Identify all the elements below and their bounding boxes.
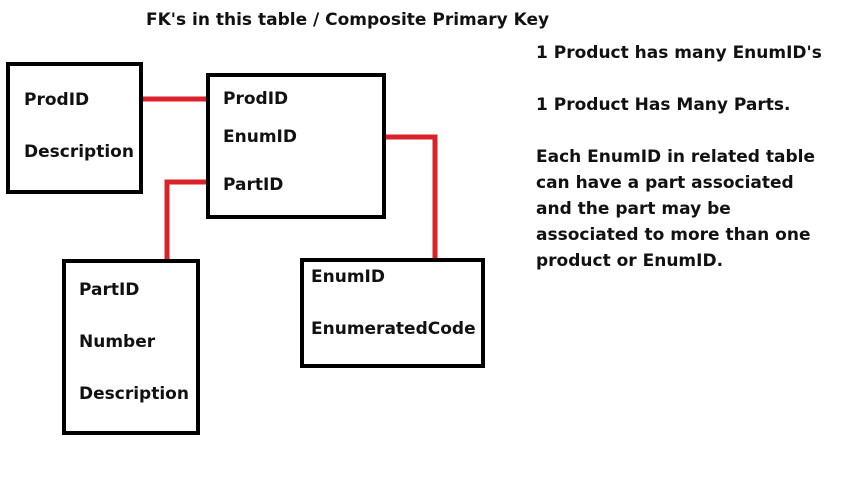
field-partid: PartID xyxy=(79,280,140,300)
note-enum-part-association: Each EnumID in related table can have a … xyxy=(536,144,815,274)
entity-part[interactable]: PartID Number Description xyxy=(62,259,200,435)
diagram-title: FK's in this table / Composite Primary K… xyxy=(146,10,550,30)
field-partid: PartID xyxy=(223,175,284,195)
entity-product[interactable]: ProdID Description xyxy=(6,62,143,194)
field-description: Description xyxy=(24,142,134,162)
link-part-to-junction xyxy=(164,179,206,261)
field-number: Number xyxy=(79,332,156,352)
note-product-parts: 1 Product Has Many Parts. xyxy=(536,95,791,115)
entity-enum[interactable]: EnumID EnumeratedCode xyxy=(300,258,485,368)
field-prodid: ProdID xyxy=(24,90,90,110)
note-line: product or EnumID. xyxy=(536,251,724,271)
note-line: can have a part associated xyxy=(536,173,794,193)
link-junction-to-enum xyxy=(386,134,438,260)
entity-junction[interactable]: ProdID EnumID PartID xyxy=(206,73,386,219)
field-enumid: EnumID xyxy=(223,127,297,147)
field-enumid: EnumID xyxy=(311,267,385,287)
field-description: Description xyxy=(79,384,189,404)
note-line: associated to more than one xyxy=(536,225,811,245)
note-line: and the part may be xyxy=(536,199,731,219)
note-line: Each EnumID in related table xyxy=(536,147,815,167)
note-product-enum: 1 Product has many EnumID's xyxy=(536,43,822,63)
field-prodid: ProdID xyxy=(223,89,289,109)
field-enumeratedcode: EnumeratedCode xyxy=(311,319,476,339)
